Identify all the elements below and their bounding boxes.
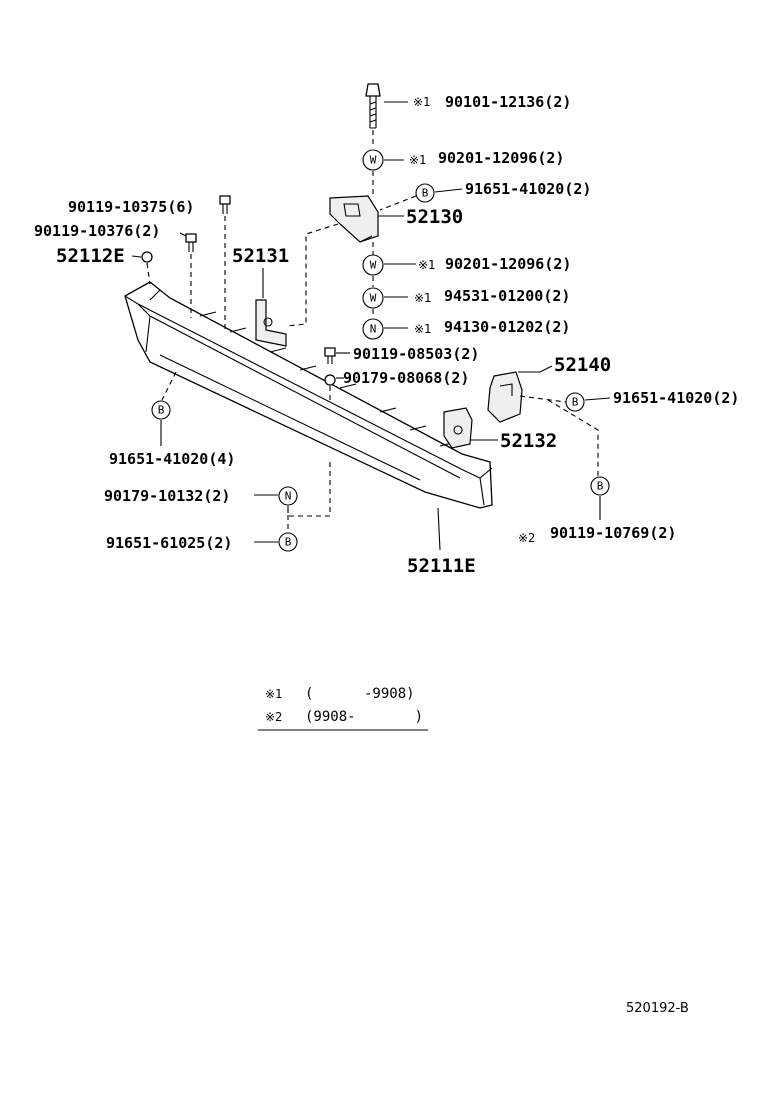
bracket-52132-icon [443,407,473,449]
legend: ※1 ( -9908) ※2 (9908- ) [258,686,428,731]
bracket-52140-icon [487,371,523,423]
bolt-10375-icon [219,195,231,214]
legend-range-1: ( -9908) [305,686,415,702]
legend-mark-2: ※2 [265,710,282,724]
label-nut-08068: 90179-08068(2) [343,369,469,387]
label-nut-1: 94130-01202(2) [444,318,570,336]
label-bolt-b-right: 91651-41020(2) [613,389,739,407]
label-plug-52112e: 52112E [56,245,125,267]
nut-symbol-lower: N [285,490,292,503]
mark-1-a: ※1 [413,95,430,109]
bolt-b-icon-left [151,400,171,420]
label-bracket-52130: 52130 [406,206,463,228]
label-washer-3: 94531-01200(2) [444,287,570,305]
label-bracket-52131: 52131 [232,245,289,267]
mark-1-c: ※1 [418,258,435,272]
bolt-symbol-bottom: B [285,536,292,549]
bolt-b-icon-bottom [278,532,298,552]
label-bolt-b-left: 91651-41020(4) [109,450,235,468]
label-bracket-52140: 52140 [554,354,611,376]
label-bolt-08503: 90119-08503(2) [353,345,479,363]
washer-symbol-3: W [370,292,377,305]
label-bolt-b-top: 91651-41020(2) [465,180,591,198]
nut-icon [362,318,384,340]
washer-symbol: W [370,154,377,167]
bolt-symbol-left: B [158,404,165,417]
label-bumper-52111e: 52111E [407,555,476,577]
legend-range-2: (9908- ) [305,709,423,725]
label-washer-2: 90201-12096(2) [445,255,571,273]
washer-symbol-2: W [370,259,377,272]
bolt-symbol: B [422,187,429,200]
label-bracket-52132: 52132 [500,430,557,452]
bracket-52131-icon [255,299,287,347]
nut-symbol: N [370,323,377,336]
label-bolt-top: 90101-12136(2) [445,93,571,111]
label-nut-10132: 90179-10132(2) [104,487,230,505]
mark-2-a: ※2 [518,531,535,545]
bolt-10376-icon [185,233,197,252]
label-washer-1: 90201-12096(2) [438,149,564,167]
bolt-top-icon [365,83,381,129]
nut-08068-icon [324,374,336,386]
bolt-b-icon-lower [590,476,610,496]
nut-icon-lower [278,486,298,506]
washer-icon-2 [362,254,384,276]
mark-1-d: ※1 [414,291,431,305]
bolt-b-icon [415,183,435,203]
mark-1-e: ※1 [414,322,431,336]
label-bolt-10769: 90119-10769(2) [550,524,676,542]
bolt-symbol-right: B [572,396,579,409]
bolt-b-icon-right [565,392,585,412]
label-bolt-10376: 90119-10376(2) [34,222,160,240]
washer-icon [362,149,384,171]
label-bolt-61025: 91651-61025(2) [106,534,232,552]
bracket-52130-icon [329,195,379,243]
label-bolt-10375: 90119-10375(6) [68,198,194,216]
plug-52112e-icon [141,251,153,263]
mark-1-b: ※1 [409,153,426,167]
bolt-symbol-lower: B [597,480,604,493]
bumper-illustration [124,281,493,509]
figure-code: 520192-B [626,1001,689,1016]
bolt-08503-icon [324,347,336,364]
washer-icon-3 [362,287,384,309]
legend-mark-1: ※1 [265,687,282,701]
